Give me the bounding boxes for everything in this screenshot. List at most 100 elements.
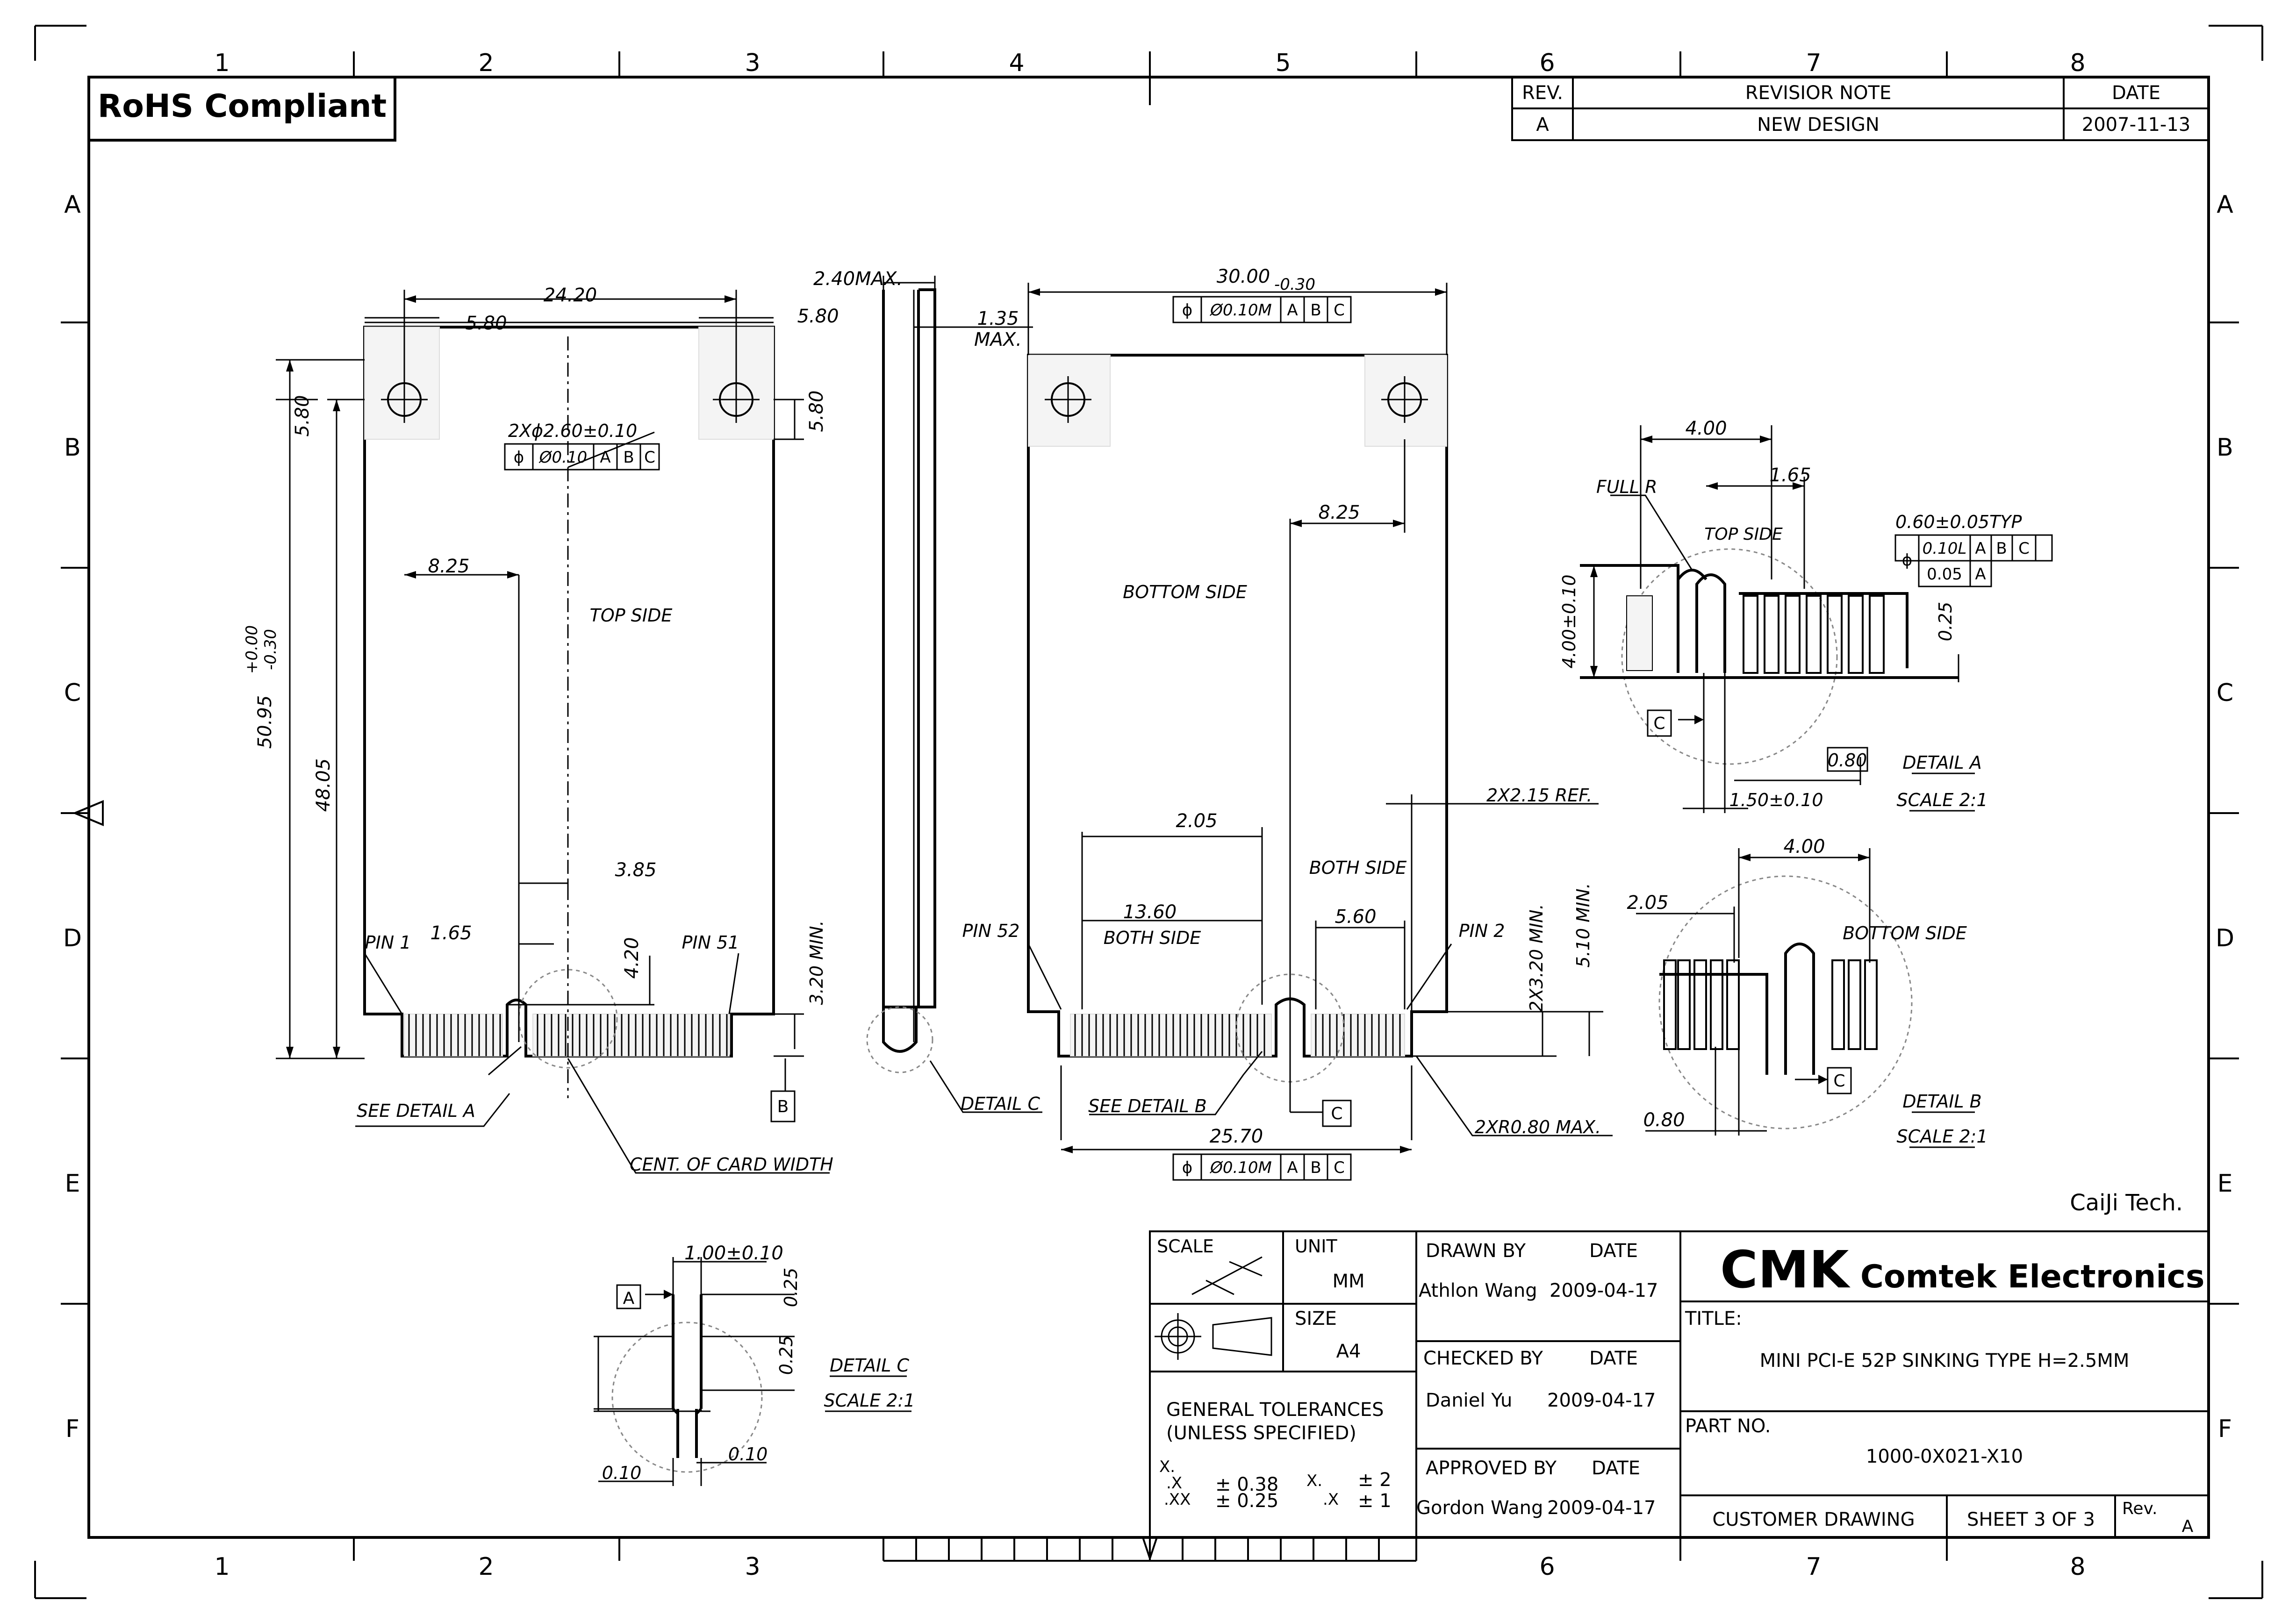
fcf-tol: 0.10L xyxy=(1923,539,1967,558)
row-label: D xyxy=(63,924,82,952)
dim-center: 3.85 xyxy=(615,859,656,881)
pin1-label: PIN 1 xyxy=(365,932,411,953)
fcf-a: A xyxy=(1975,539,1986,558)
dc-datum: A xyxy=(623,1289,635,1308)
dim-height-tol-up: +0.00 xyxy=(243,625,261,674)
customer-drawing: CUSTOMER DRAWING xyxy=(1712,1509,1915,1530)
da-fcf2: 0.05 A xyxy=(1918,560,1992,587)
tol-xxx: .XX xyxy=(1164,1490,1191,1509)
fcf-symbol: ϕ xyxy=(1182,1158,1192,1177)
row-label: E xyxy=(2217,1170,2233,1198)
approved-name: Gordon Wang xyxy=(1416,1497,1543,1519)
fcf-b: B xyxy=(1310,1158,1321,1177)
db-bottom-side: BOTTOM SIDE xyxy=(1843,923,1967,943)
fcf-a: A xyxy=(1975,565,1986,584)
pin2-label: PIN 2 xyxy=(1459,921,1505,941)
dc-scale: SCALE 2:1 xyxy=(824,1390,915,1411)
col-label: 4 xyxy=(1009,49,1024,77)
dc-d2: 0.10 xyxy=(728,1444,768,1465)
side-profile-view: 2.40MAX. 1.35 MAX. DETAIL C xyxy=(813,268,1042,1114)
dim-span: 25.70 xyxy=(1210,1126,1263,1147)
drawing-frame xyxy=(87,76,2210,1539)
dim-pin-pitch: 1.65 xyxy=(430,922,472,944)
row-label: C xyxy=(64,679,81,707)
detail-b: 4.00 2.05 BOTTOM SIDE 0.80 C DETAIL B SC… xyxy=(1627,836,1988,1148)
db-scale: SCALE 2:1 xyxy=(1896,1126,1987,1147)
note-value: NEW DESIGN xyxy=(1757,114,1880,136)
dim-ref: 2X2.15 REF. xyxy=(1486,785,1592,806)
bottom-side-label: BOTTOM SIDE xyxy=(1123,582,1247,602)
part-value: 1000-0X021-X10 xyxy=(1866,1446,2023,1467)
ang1: X. xyxy=(1306,1472,1322,1490)
note-header: REVISIOR NOTE xyxy=(1745,82,1892,104)
fcf-c: C xyxy=(2018,539,2030,558)
dim-holes: 2Xϕ2.60±0.10 xyxy=(508,421,637,441)
col-label: 7 xyxy=(1806,1553,1821,1581)
fcf-symbol: ϕ xyxy=(1182,301,1192,320)
dim-key: 8.25 xyxy=(428,556,469,577)
rohs-label: RoHS Compliant xyxy=(98,88,387,125)
dim-pin-offset: 2.05 xyxy=(1176,810,1217,832)
dim-inner-height: 48.05 xyxy=(313,758,334,812)
detail-a: 4.00 1.65 FULL R TOP SIDE 0.60±0.05TYP ϕ… xyxy=(1559,418,2053,813)
dim-width: 24.20 xyxy=(544,285,597,306)
title-value: MINI PCI-E 52P SINKING TYPE H=2.5MM xyxy=(1760,1350,2130,1372)
dim-min-edge: 3.20 MIN. xyxy=(806,920,827,1005)
dim-hole-v-left: 5.80 xyxy=(292,395,313,436)
db-w: 4.00 xyxy=(1783,836,1825,857)
da-datum: C xyxy=(1653,714,1665,733)
da-scale: SCALE 2:1 xyxy=(1896,790,1987,810)
sheet-number: SHEET 3 OF 3 xyxy=(1967,1509,2095,1530)
drawn-name: Athlon Wang xyxy=(1419,1280,1537,1301)
fcf-a: A xyxy=(1287,301,1298,320)
fcf-c: C xyxy=(644,448,655,467)
fcf-tol: 0.05 xyxy=(1927,565,1962,584)
fcf-symbol: ϕ xyxy=(514,448,524,467)
tol-xx: .X xyxy=(1166,1474,1182,1493)
tol-v2: ± 0.25 xyxy=(1215,1490,1278,1512)
dim-width: 30.00 xyxy=(1217,266,1270,287)
col-label: 8 xyxy=(2070,1553,2085,1581)
checked-by-label: CHECKED BY xyxy=(1423,1348,1543,1369)
col-label: 8 xyxy=(2070,49,2085,77)
fcf-b: B xyxy=(623,448,634,467)
both-side-left: BOTH SIDE xyxy=(1104,928,1201,948)
datum-b: B xyxy=(777,1097,789,1116)
dim-notch: 4.20 xyxy=(621,937,643,979)
dc-v2: 0.25 xyxy=(776,1336,796,1375)
zone-labels: 1 2 3 4 5 6 7 8 1 2 3 6 7 8 A B C D E F … xyxy=(63,49,2234,1581)
drawn-by-label: DRAWN BY xyxy=(1426,1240,1526,1262)
col-label: 1 xyxy=(214,1553,230,1581)
fcf-c: C xyxy=(1334,1158,1345,1177)
row-label: A xyxy=(64,191,81,219)
col-label: 7 xyxy=(1806,49,1821,77)
tol-x: X. xyxy=(1159,1458,1175,1476)
gen-tol-1: GENERAL TOLERANCES xyxy=(1166,1399,1384,1421)
dim-both-left: 13.60 xyxy=(1123,901,1177,923)
col-label: 1 xyxy=(214,49,230,77)
size-value: A4 xyxy=(1336,1341,1361,1362)
dim-thk: 1.35 xyxy=(977,308,1019,329)
company-name: Comtek Electronics xyxy=(1860,1258,2204,1295)
dim-height-tol-dn: -0.30 xyxy=(261,629,280,670)
dim-radius: 2XR0.80 MAX. xyxy=(1475,1117,1601,1137)
fcf-symbol: ϕ xyxy=(1902,551,1912,570)
checked-date-label: DATE xyxy=(1589,1348,1638,1369)
dim-height: 50.95 xyxy=(254,695,276,749)
row-label: F xyxy=(65,1415,79,1443)
rev-value: A xyxy=(1536,114,1549,136)
col-label: 2 xyxy=(478,49,494,77)
da-w: 4.00 xyxy=(1685,418,1727,439)
da-v025: 0.25 xyxy=(1935,602,1956,642)
approved-date: 2009-04-17 xyxy=(1547,1497,1656,1519)
col-label: 3 xyxy=(745,1553,760,1581)
ang-v1: ± 2 xyxy=(1358,1469,1392,1491)
checked-name: Daniel Yu xyxy=(1426,1390,1512,1411)
detail-c-label: DETAIL C xyxy=(961,1093,1040,1114)
scale-label: SCALE xyxy=(1157,1236,1214,1257)
rev-value: A xyxy=(2182,1517,2194,1536)
drawn-date-label: DATE xyxy=(1589,1240,1638,1262)
dim-min-v: 2X3.20 MIN. xyxy=(1526,904,1547,1012)
row-label: F xyxy=(2218,1415,2232,1443)
da-tol: 0.60±0.05TYP xyxy=(1895,512,2022,532)
